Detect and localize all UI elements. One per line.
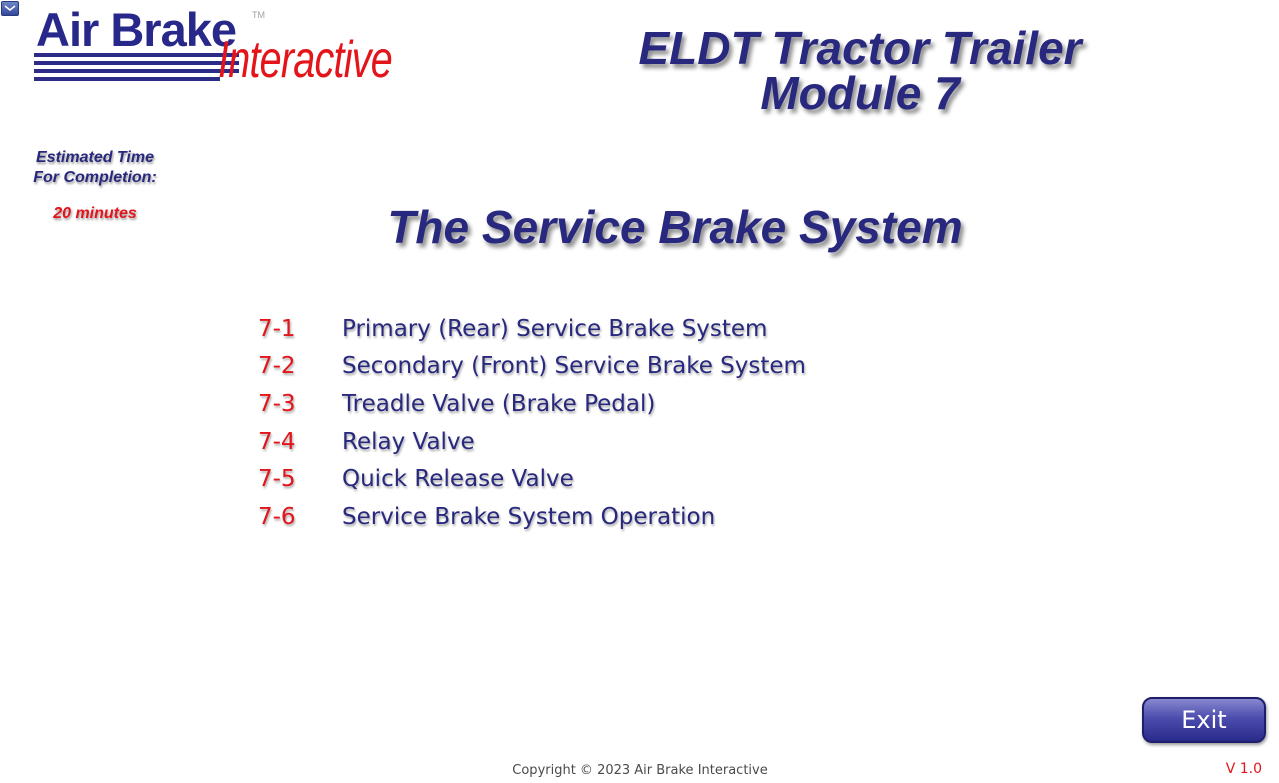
page-title: The Service Brake System <box>387 201 963 253</box>
lesson-item-7-6[interactable]: 7-6 Service Brake System Operation <box>258 498 806 536</box>
logo-trademark: TM <box>252 10 265 20</box>
lesson-number: 7-2 <box>258 353 296 380</box>
lesson-item-7-2[interactable]: 7-2 Secondary (Front) Service Brake Syst… <box>258 348 806 386</box>
lesson-title[interactable]: Relay Valve <box>342 428 475 455</box>
lesson-item-7-4[interactable]: 7-4 Relay Valve <box>258 423 806 461</box>
lesson-title[interactable]: Treadle Valve (Brake Pedal) <box>342 390 656 417</box>
lesson-number: 7-3 <box>258 390 296 417</box>
lesson-item-7-1[interactable]: 7-1 Primary (Rear) Service Brake System <box>258 310 806 348</box>
module-title-line2: Module 7 <box>760 67 960 119</box>
logo-sub-text: Interactive <box>218 31 393 89</box>
app-menu-icon[interactable] <box>1 1 19 16</box>
lesson-number: 7-6 <box>258 503 296 530</box>
lesson-item-7-5[interactable]: 7-5 Quick Release Valve <box>258 460 806 498</box>
lesson-title[interactable]: Secondary (Front) Service Brake System <box>342 353 806 380</box>
logo-stripe <box>34 53 239 57</box>
estimated-time-label-line2: For Completion: <box>33 169 157 186</box>
lesson-title[interactable]: Primary (Rear) Service Brake System <box>342 315 768 342</box>
copyright-text: Copyright © 2023 Air Brake Interactive <box>512 763 768 778</box>
module-title-line1: ELDT Tractor Trailer <box>638 22 1082 74</box>
estimated-time-label-line1: Estimated Time <box>36 149 154 166</box>
lesson-list: 7-1 Primary (Rear) Service Brake System … <box>258 310 806 536</box>
lesson-number: 7-4 <box>258 428 296 455</box>
logo-stripe <box>34 77 220 81</box>
estimated-time-value: 20 minutes <box>53 205 137 222</box>
estimated-time-label: Estimated Time For Completion: <box>20 148 170 188</box>
module-title: ELDT Tractor Trailer Module 7 <box>560 22 1160 119</box>
logo-stripe <box>34 61 239 65</box>
lesson-number: 7-1 <box>258 315 296 342</box>
logo-main-text: Air Brake <box>36 3 237 56</box>
lesson-title[interactable]: Quick Release Valve <box>342 466 574 493</box>
logo: Air Brake TM Interactive <box>32 6 422 88</box>
logo-stripe <box>34 69 239 73</box>
exit-button[interactable]: Exit <box>1142 697 1266 743</box>
version-label: V 1.0 <box>1225 761 1262 777</box>
lesson-item-7-3[interactable]: 7-3 Treadle Valve (Brake Pedal) <box>258 385 806 423</box>
lesson-title[interactable]: Service Brake System Operation <box>342 503 716 530</box>
lesson-number: 7-5 <box>258 466 296 493</box>
